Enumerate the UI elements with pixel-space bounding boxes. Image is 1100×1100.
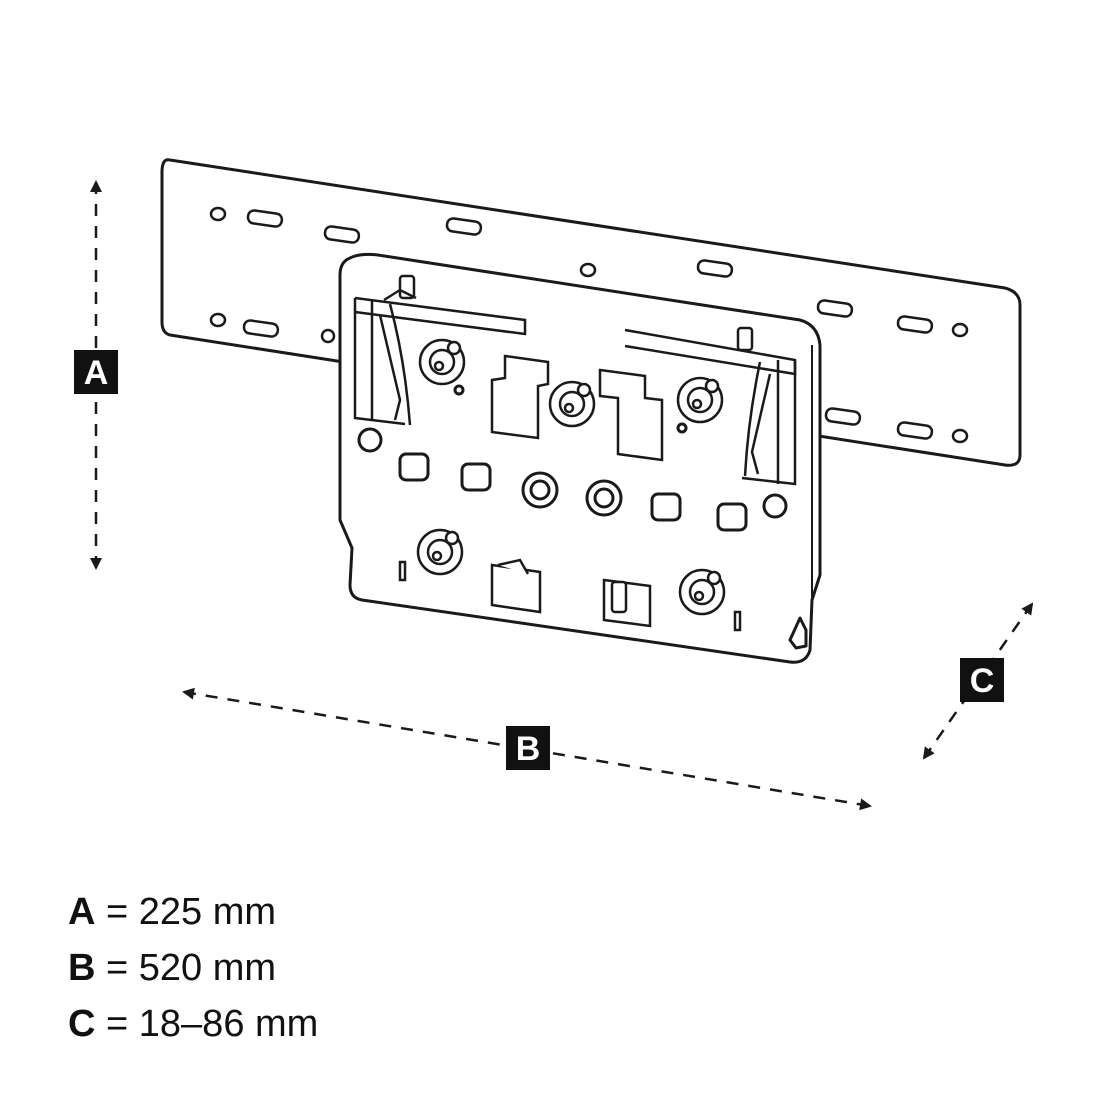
legend-separator: = [106,1003,129,1045]
dimension-a-label-box [74,350,118,394]
holes-and-screws [357,384,788,532]
center-clips [490,354,664,462]
dimension-legend: A = 225 mm B = 520 mm C = 18–86 mm [68,884,318,1052]
legend-key: A [68,891,96,933]
wall-plate-slots [209,206,969,444]
legend-row-b: B = 520 mm [68,940,318,996]
legend-value: 520 mm [138,947,277,989]
dimension-a: A [74,180,118,570]
legend-separator: = [106,891,129,933]
dimension-a-label: A [84,354,109,392]
legend-row-c: C = 18–86 mm [68,996,318,1052]
legend-value: 18–86 mm [138,1003,319,1045]
legend-key: C [68,1003,96,1045]
legend-row-a: A = 225 mm [68,884,318,940]
keyhole-mounts [416,338,726,616]
dimension-b-label-box [506,726,550,770]
dimension-c: C [922,602,1034,760]
dimension-c-label: C [970,662,995,700]
left-latch [353,274,527,426]
dimension-b: B [182,687,872,811]
legend-separator: = [106,947,129,989]
dimension-b-arrow [182,687,872,811]
lower-clips [398,558,742,632]
legend-key: B [68,947,96,989]
legend-value: 225 mm [138,891,277,933]
right-latch [624,326,797,486]
dimension-c-label-box [960,658,1004,702]
dimension-b-label: B [516,730,541,768]
